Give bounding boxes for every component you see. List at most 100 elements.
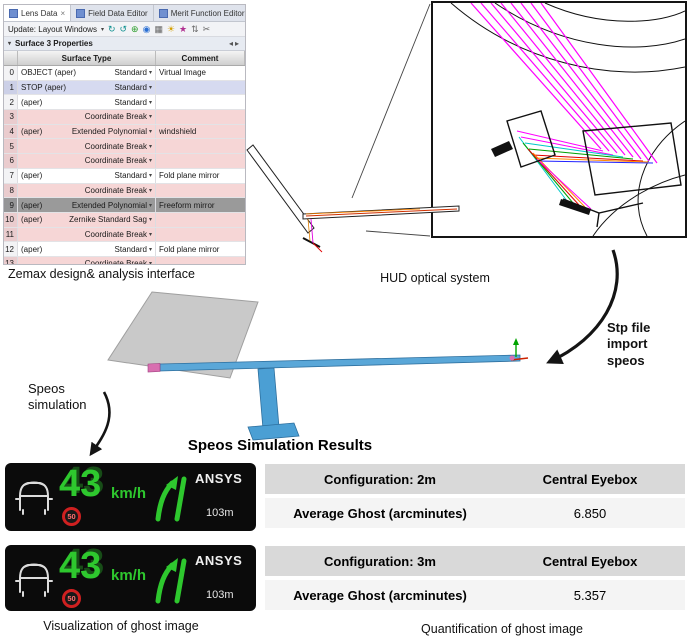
dropdown-icon: ▾ — [100, 26, 104, 33]
speos-simulation-label: Speos simulation — [28, 381, 87, 413]
surface-type-dropdown[interactable]: Zernike Standard Sag▾ — [69, 215, 152, 224]
tab-field-data-editor[interactable]: Field Data Editor — [71, 5, 154, 21]
speed-limit-sign: 50 — [62, 589, 81, 608]
tab-merit-function-editor[interactable]: Merit Function Editor — [154, 5, 245, 21]
comment-header: Comment — [156, 51, 245, 65]
surface-type-dropdown[interactable]: Standard▾ — [115, 171, 152, 180]
surface-type-dropdown[interactable]: Coordinate Break▾ — [85, 186, 152, 195]
surface-type-value: Standard — [114, 97, 147, 107]
distance-value: 103m — [206, 589, 234, 601]
table-row[interactable]: 2(aper)Standard▾ — [4, 95, 245, 111]
quantification-caption: Quantification of ghost image — [421, 622, 583, 636]
surface-type-cell: Coordinate Break▾ — [18, 139, 156, 154]
turn-indicator-icon — [155, 558, 187, 604]
corner-cell — [4, 51, 18, 65]
surface-label: (aper) — [21, 97, 43, 107]
comment-cell[interactable]: Fold plane mirror — [159, 244, 220, 254]
surface-label: (aper) — [21, 200, 43, 210]
speed-unit: km/h — [111, 567, 147, 584]
surface-label: (aper) — [21, 215, 43, 225]
result-table-3m: Configuration: 3m Central Eyebox Average… — [265, 546, 685, 610]
update-all-icon[interactable]: ↺ — [119, 23, 128, 34]
zoom-leader-lines — [351, 3, 431, 237]
surface-label: STOP (aper) — [21, 83, 67, 93]
surface-type-value: Coordinate Break — [84, 112, 147, 122]
nav-right-icon[interactable]: ▸ — [234, 39, 241, 48]
comment-cell[interactable]: Fold plane mirror — [159, 171, 220, 181]
surface-type-value: Coordinate Break — [84, 229, 147, 239]
table-row[interactable]: 13 Coordinate Break▾ — [4, 256, 245, 265]
eyebox-label: Central Eyebox — [542, 553, 638, 569]
surface-type-value: Standard — [114, 68, 147, 78]
close-icon[interactable]: × — [60, 8, 66, 18]
surface-type-dropdown[interactable]: Coordinate Break▾ — [85, 230, 152, 239]
surface-type-cell: (aper) Extended Polynomial▾ — [18, 198, 156, 212]
surface-type-dropdown[interactable]: Standard▾ — [115, 68, 152, 77]
surface-type-dropdown[interactable]: Coordinate Break▾ — [85, 156, 152, 165]
comment-cell[interactable]: windshield — [159, 127, 197, 137]
grid-icon[interactable]: ▦ — [154, 23, 163, 34]
surface-type-value: Coordinate Break — [84, 141, 147, 151]
properties-nav[interactable]: ◂▸ — [229, 39, 241, 48]
ansys-logo-text: ANSYS — [195, 471, 243, 486]
table-row[interactable]: 8 Coordinate Break▾ — [4, 183, 245, 199]
pgu-element — [147, 363, 161, 373]
surface-type-dropdown[interactable]: Extended Polynomial▾ — [72, 127, 152, 136]
comment-cell[interactable]: Freeform mirror — [159, 200, 215, 210]
table-row[interactable]: 4(aper)Extended Polynomial▾windshield — [4, 124, 245, 140]
surface-type-dropdown[interactable]: Coordinate Break▾ — [85, 259, 152, 265]
table-row[interactable]: 10(aper)Zernike Standard Sag▾ — [4, 212, 245, 228]
star-icon[interactable]: ★ — [179, 23, 188, 34]
chevron-down-icon: ▾ — [8, 41, 12, 47]
global-icon[interactable]: ◉ — [142, 23, 151, 34]
row-number: 13 — [4, 256, 18, 264]
speed-value: 43 — [59, 545, 102, 587]
sun-icon[interactable]: ☀ — [166, 23, 176, 34]
ansys-logo-text: ANSYS — [195, 553, 243, 568]
table-value-row: Average Ghost (arcminutes) 5.357 — [265, 580, 685, 610]
surface-type-dropdown[interactable]: Standard▾ — [115, 245, 152, 254]
cut-icon[interactable]: ✂ — [202, 23, 211, 34]
dropdown-icon: ▾ — [148, 99, 152, 106]
surface-properties-bar[interactable]: ▾ Surface 3 Properties ◂▸ — [4, 37, 245, 51]
results-heading: Speos Simulation Results — [187, 437, 373, 454]
surface-type-cell: (aper) Standard▾ — [18, 95, 156, 110]
toolbar-icons: ↻ ↺ ⊕ ◉ ▦ ☀ ★ ⇅ ✂ — [107, 23, 211, 34]
table-row[interactable]: 7(aper)Standard▾Fold plane mirror — [4, 168, 245, 184]
lde-header-row: Surface Type Comment — [4, 51, 245, 66]
metric-value: 6.850 — [573, 505, 607, 521]
surface-type-dropdown[interactable]: Extended Polynomial▾ — [72, 201, 152, 210]
speed-limit-sign: 50 — [62, 507, 81, 526]
tab-lens-data[interactable]: Lens Data× — [4, 5, 72, 21]
insert-surface-icon[interactable]: ⊕ — [131, 23, 139, 34]
nav-left-icon[interactable]: ◂ — [228, 39, 235, 48]
table-row[interactable]: 12(aper)Standard▾Fold plane mirror — [4, 242, 245, 257]
windshield-surface — [107, 291, 259, 379]
surface-type-dropdown[interactable]: Coordinate Break▾ — [85, 112, 152, 121]
surface-type-dropdown[interactable]: Standard▾ — [115, 83, 152, 92]
row-number: 9 — [4, 198, 18, 212]
stp-import-label: Stp file import speos — [607, 320, 651, 368]
dropdown-icon: ▾ — [148, 261, 152, 265]
row-number: 1 — [4, 80, 18, 95]
update-icon[interactable]: ↻ — [107, 23, 116, 34]
table-row-selected[interactable]: 9(aper) Extended Polynomial▾ Freeform mirr… — [4, 198, 245, 213]
row-number: 8 — [4, 183, 18, 198]
surface-type-dropdown[interactable]: Standard▾ — [115, 98, 152, 107]
surface-type-value: Standard — [114, 83, 147, 93]
dropdown-icon: ▾ — [148, 217, 152, 224]
update-layout-windows-menu[interactable]: Update: Layout Windows — [8, 24, 97, 34]
dropdown-icon: ▾ — [148, 85, 152, 92]
swap-icon[interactable]: ⇅ — [191, 23, 199, 34]
distance-value: 103m — [206, 507, 234, 519]
metric-label: Average Ghost (arcminutes) — [293, 505, 467, 521]
turn-indicator-icon — [155, 476, 187, 522]
comment-cell[interactable]: Virtual Image — [159, 68, 206, 78]
surface-type-dropdown[interactable]: Coordinate Break▾ — [85, 142, 152, 151]
